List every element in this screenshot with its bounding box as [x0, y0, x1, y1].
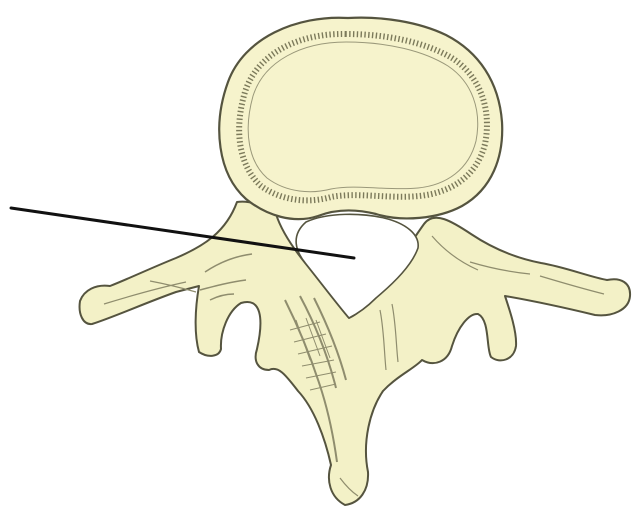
vertebral-body	[219, 18, 502, 219]
